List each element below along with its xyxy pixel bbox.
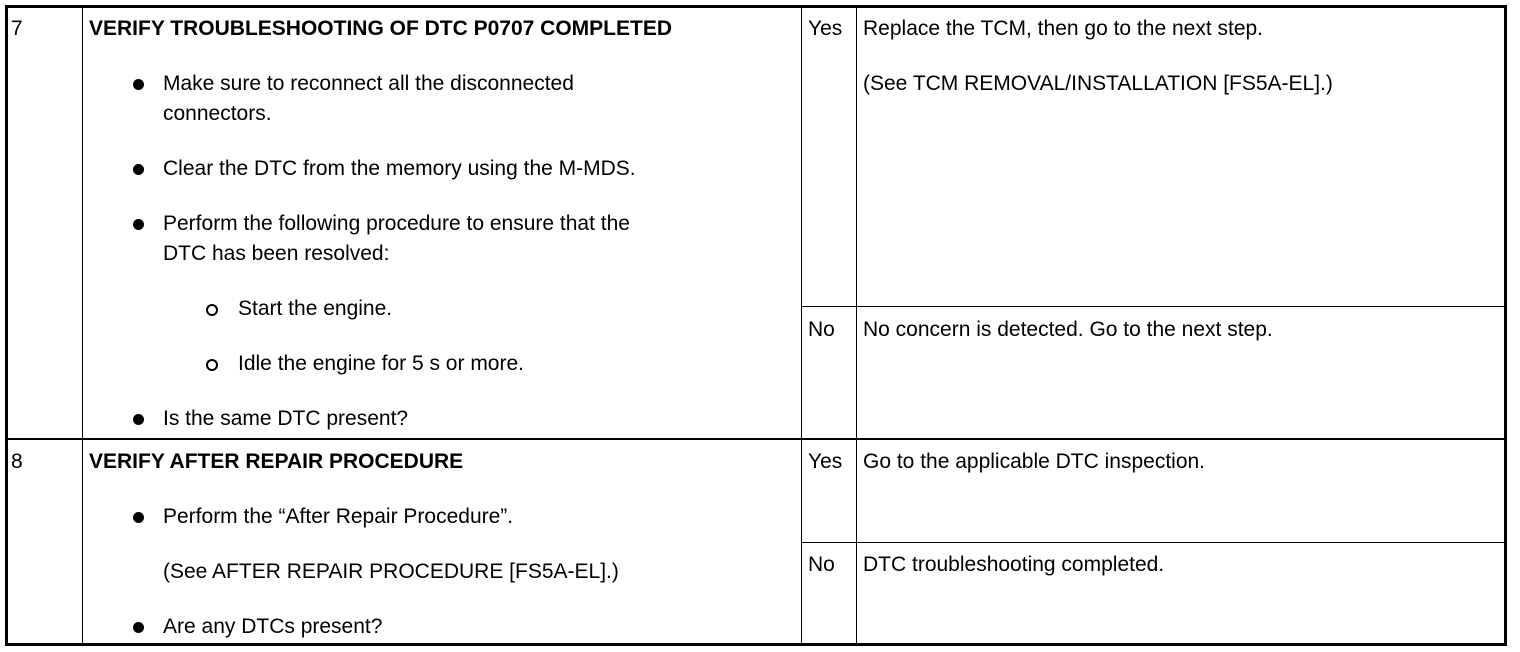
table-border-left [5,5,8,646]
no-action: No concern is detected. Go to the next s… [863,318,1273,341]
table-border-top [5,5,1507,8]
sub-bullet-icon [206,359,218,371]
column-divider-step [82,5,83,646]
row-divider-7-8 [5,438,1507,440]
step-instruction: Perform the “After Repair Procedure”. [163,505,514,528]
yes-reference: (See TCM REMOVAL/INSTALLATION [FS5A-EL].… [863,72,1333,95]
bullet-icon [133,219,144,230]
yes-label: Yes [808,17,843,40]
table-border-bottom [5,643,1507,646]
bullet-icon [133,622,144,633]
yes-action: Go to the applicable DTC inspection. [863,450,1206,473]
step-instruction: connectors. [163,102,272,125]
step-reference: (See AFTER REPAIR PROCEDURE [FS5A-EL].) [163,560,619,583]
step-question: Are any DTCs present? [163,615,383,638]
no-label: No [808,553,835,576]
sub-bullet-icon [206,304,218,316]
step-question: Is the same DTC present? [163,407,409,430]
no-action: DTC troubleshooting completed. [863,553,1165,576]
bullet-icon [133,512,144,523]
step-instruction: DTC has been resolved: [163,242,390,265]
sub-instruction: Start the engine. [238,297,393,320]
bullet-icon [133,164,144,175]
step-instruction: Perform the following procedure to ensur… [163,212,630,235]
column-divider-action [801,5,802,646]
row8-yes-no-divider [801,542,1507,543]
step-title: VERIFY TROUBLESHOOTING OF DTC P0707 COMP… [89,17,673,40]
step-title: VERIFY AFTER REPAIR PROCEDURE [89,450,464,473]
bullet-icon [133,414,144,425]
step-instruction: Make sure to reconnect all the disconnec… [163,72,574,95]
column-divider-answer [856,5,857,646]
bullet-icon [133,79,144,90]
step-number: 8 [11,450,23,473]
yes-action: Replace the TCM, then go to the next ste… [863,17,1264,40]
step-number: 7 [11,17,23,40]
step-instruction: Clear the DTC from the memory using the … [163,157,636,180]
yes-label: Yes [808,450,843,473]
table-border-right [1504,5,1507,646]
no-label: No [808,318,835,341]
sub-instruction: Idle the engine for 5 s or more. [238,352,524,375]
row7-yes-no-divider [801,306,1507,307]
